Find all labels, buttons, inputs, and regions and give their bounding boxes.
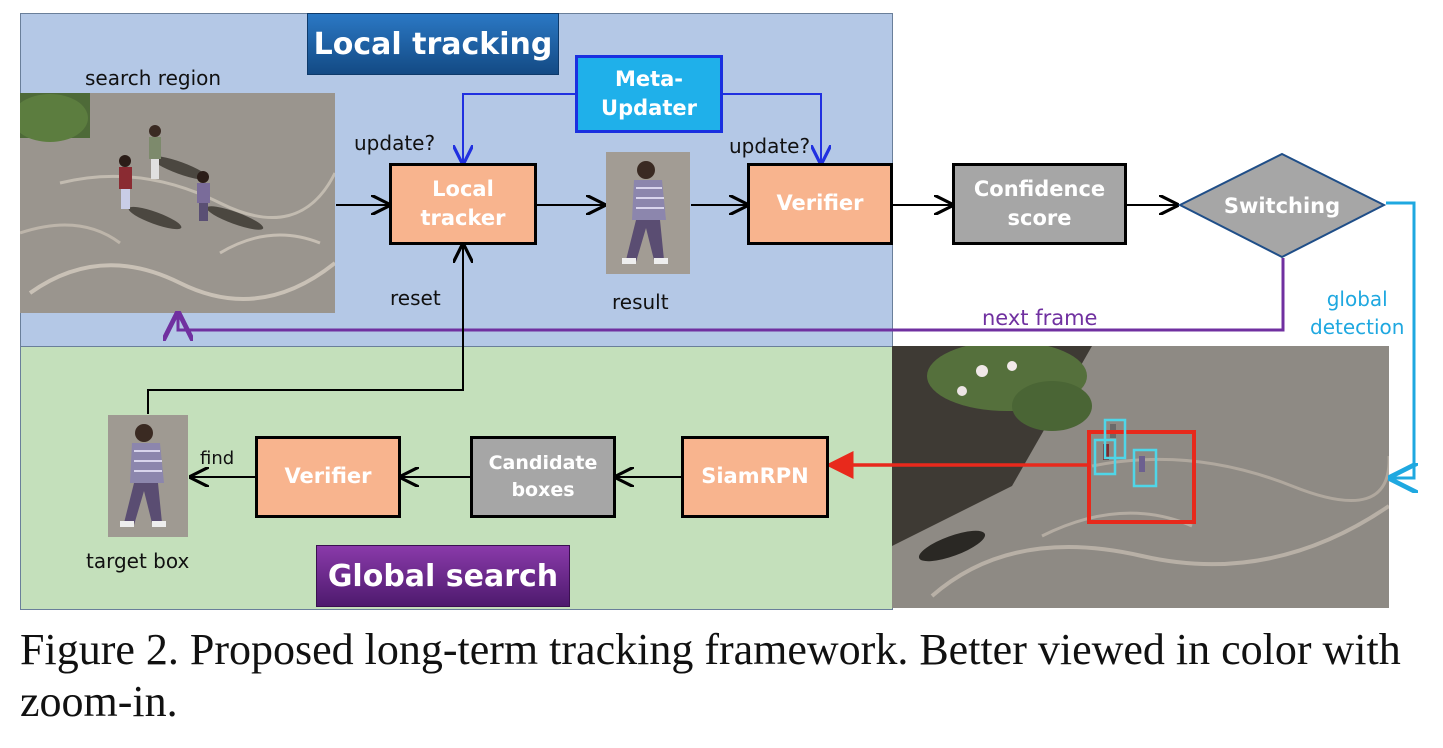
result-label: result [612, 290, 669, 314]
target-box-image [108, 415, 188, 537]
result-image [606, 152, 690, 274]
meta-updater-node: Meta- Updater [575, 55, 723, 133]
update-left-label: update? [354, 131, 436, 155]
find-label: find [200, 448, 235, 469]
arrow-meta-to-verifier [721, 93, 821, 163]
siamrpn-node: SiamRPN [681, 436, 829, 518]
search-region-label: search region [85, 66, 222, 90]
global-detection-image [892, 346, 1389, 608]
local-tracking-title: Local tracking [307, 13, 559, 75]
arrow-next-frame [178, 258, 1285, 330]
arrow-reset [147, 245, 463, 414]
local-tracker-node: Local tracker [389, 163, 537, 245]
arrow-global-detection [1386, 201, 1414, 478]
reset-label: reset [390, 286, 441, 310]
confidence-score-node: Confidence score [952, 163, 1127, 245]
global-detection-label: global detection [1310, 287, 1405, 339]
update-right-label: update? [729, 134, 811, 158]
verifier-bottom-node: Verifier [255, 436, 401, 518]
switching-label: Switching [1223, 193, 1341, 218]
verifier-top-node: Verifier [747, 163, 893, 245]
search-region-image [20, 93, 335, 313]
figure-caption: Figure 2. Proposed long-term tracking fr… [20, 625, 1401, 726]
global-search-title: Global search [316, 545, 570, 607]
next-frame-label: next frame [982, 306, 1098, 330]
candidate-boxes-node: Candidate boxes [470, 436, 616, 518]
switching-node: Switching [1177, 152, 1387, 259]
arrow-meta-to-tracker [463, 93, 577, 163]
target-box-label: target box [86, 549, 190, 573]
